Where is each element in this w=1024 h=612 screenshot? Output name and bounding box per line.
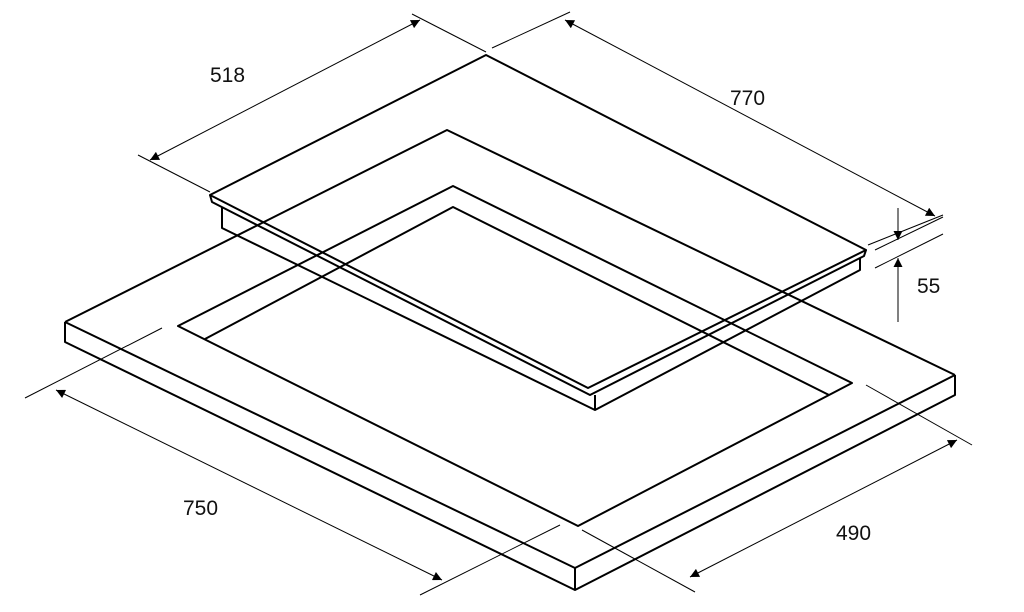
dimension-hob-depth: 518: [137, 13, 487, 193]
dimension-cutout-depth: 490: [581, 384, 973, 593]
label-490: 490: [836, 522, 871, 545]
countertop: [64, 129, 956, 591]
cutout-inner-wall: [204, 206, 830, 396]
hob: [209, 54, 867, 411]
cutout: [177, 185, 853, 527]
label-750: 750: [183, 497, 218, 520]
countertop-hidden-back-edges: [257, 129, 956, 376]
dimension-hob-width: 770: [491, 11, 944, 246]
hob-body: [221, 207, 861, 411]
hob-glass-edge: [209, 194, 867, 396]
dimension-cutout-width: 750: [24, 327, 561, 596]
countertop-front-edges: [64, 321, 956, 569]
hob-glass-top: [209, 54, 867, 389]
countertop-top-left-edge: [64, 224, 259, 323]
label-518: 518: [210, 64, 245, 87]
cutout-outer: [177, 185, 853, 527]
label-55: 55: [917, 275, 940, 298]
dimension-hob-height: 55: [874, 208, 944, 322]
label-770: 770: [730, 87, 765, 110]
